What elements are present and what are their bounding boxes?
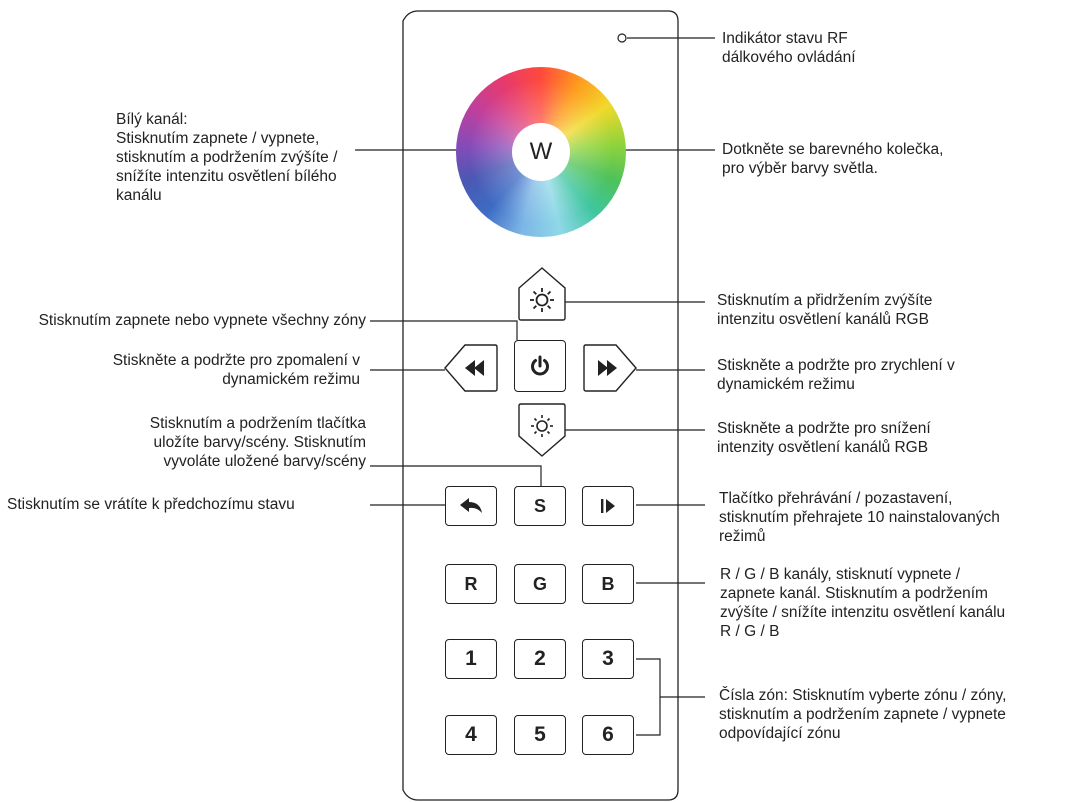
annotation-line: vyvoláte uložené barvy/scény bbox=[163, 453, 366, 470]
green-channel-button[interactable]: G bbox=[514, 564, 566, 604]
annotation-color-wheel: Dotkněte se barevného kolečka, pro výběr… bbox=[722, 140, 943, 178]
annotation-line: dynamickém režimu bbox=[717, 376, 855, 393]
annotation-line: Stisknutím a podržením tlačítka bbox=[149, 415, 366, 432]
white-channel-label: W bbox=[529, 138, 553, 165]
annotation-rf-indicator: Indikátor stavu RF dálkového ovládání bbox=[722, 29, 856, 67]
annotation-line: zapnete kanál. Stisknutím a podržením bbox=[720, 585, 988, 602]
annotation-line: pro výběr barvy světla. bbox=[722, 160, 878, 177]
play-pause-button[interactable] bbox=[582, 486, 634, 526]
brightness-up-button[interactable] bbox=[517, 266, 567, 322]
zone-2-label: 2 bbox=[534, 647, 546, 670]
power-button[interactable] bbox=[514, 340, 566, 392]
leader-line-power bbox=[370, 320, 518, 340]
annotation-speed-up: Stiskněte a podržte pro zrychlení v dyna… bbox=[717, 356, 955, 394]
annotation-line: Tlačítko přehrávání / pozastavení, bbox=[719, 490, 953, 507]
annotation-line: snížíte intenzitu osvětlení bílého bbox=[116, 168, 337, 185]
annotation-power: Stisknutím zapnete nebo vypnete všechny … bbox=[39, 311, 366, 330]
fast-forward-icon bbox=[598, 360, 617, 376]
zone-3-button[interactable]: 3 bbox=[582, 639, 634, 679]
remote-body-outline bbox=[402, 10, 679, 801]
scene-button[interactable]: S bbox=[514, 486, 566, 526]
annotation-line: Dotkněte se barevného kolečka, bbox=[722, 141, 944, 158]
annotation-brightness-up: Stisknutím a přidržením zvýšíte intenzit… bbox=[717, 291, 932, 329]
rf-indicator-led bbox=[617, 33, 627, 43]
annotation-brightness-down: Stiskněte a podržte pro snížení intenzit… bbox=[717, 419, 931, 457]
zone-4-button[interactable]: 4 bbox=[445, 715, 497, 755]
annotation-line: R / G / B kanály, stisknutí vypnete / bbox=[720, 566, 961, 583]
annotation-play-pause: Tlačítko přehrávání / pozastavení, stisk… bbox=[719, 489, 1000, 546]
zone-1-button[interactable]: 1 bbox=[445, 639, 497, 679]
zone-6-label: 6 bbox=[602, 723, 614, 746]
annotation-line: dálkového ovládání bbox=[722, 49, 856, 66]
red-channel-label: R bbox=[464, 573, 478, 594]
green-channel-label: G bbox=[532, 573, 547, 594]
zone-6-button[interactable]: 6 bbox=[582, 715, 634, 755]
annotation-line: uložíte barvy/scény. Stisknutím bbox=[153, 434, 367, 451]
annotation-line: Stiskněte a podržte pro zrychlení v bbox=[717, 357, 955, 374]
zone-2-button[interactable]: 2 bbox=[514, 639, 566, 679]
annotation-line: režimů bbox=[719, 528, 766, 545]
leader-line-scene bbox=[370, 465, 542, 486]
color-wheel[interactable] bbox=[456, 67, 626, 237]
slow-down-button[interactable] bbox=[443, 343, 499, 393]
annotation-line: intenzity osvětlení kanálů RGB bbox=[717, 439, 929, 456]
speed-up-button[interactable] bbox=[582, 343, 638, 393]
brightness-down-button[interactable] bbox=[517, 402, 567, 458]
annotation-line: R / G / B bbox=[720, 623, 780, 640]
scene-button-label: S bbox=[533, 495, 546, 516]
annotation-rgb: R / G / B kanály, stisknutí vypnete / za… bbox=[720, 565, 1005, 641]
annotation-back: Stisknutím se vrátíte k předchozímu stav… bbox=[7, 495, 295, 514]
annotation-zones: Čísla zón: Stisknutím vyberte zónu / zón… bbox=[719, 686, 1006, 743]
zone-1-label: 1 bbox=[465, 647, 477, 670]
annotation-line: odpovídající zónu bbox=[719, 725, 841, 742]
sun-dim-icon bbox=[531, 415, 553, 437]
zone-5-label: 5 bbox=[534, 723, 546, 746]
zone-4-label: 4 bbox=[465, 723, 477, 746]
annotation-line: Stisknutím se vrátíte k předchozímu stav… bbox=[7, 496, 295, 513]
leader-line-zones-bracket bbox=[636, 658, 661, 736]
annotation-line: stisknutím a podržením zvýšíte / bbox=[116, 149, 338, 166]
annotation-line: stisknutím přehrajete 10 nainstalovaných bbox=[719, 509, 1000, 526]
annotation-slow-down: Stiskněte a podržte pro zpomalení v dyna… bbox=[113, 351, 360, 389]
annotation-line: Stiskněte a podržte pro snížení bbox=[717, 420, 931, 437]
power-icon bbox=[531, 355, 549, 376]
zone-3-label: 3 bbox=[602, 647, 614, 670]
annotation-line: dynamickém režimu bbox=[222, 371, 360, 388]
annotation-line: kanálu bbox=[116, 187, 162, 204]
annotation-line: Stisknutím zapnete / vypnete, bbox=[116, 130, 320, 147]
annotation-line: Indikátor stavu RF bbox=[722, 30, 848, 47]
back-button[interactable] bbox=[445, 486, 497, 526]
annotation-line: Stisknutím a přidržením zvýšíte bbox=[717, 292, 933, 309]
annotation-line: zvýšíte / snížíte intenzitu osvětlení ka… bbox=[720, 604, 1006, 621]
annotation-line: Bílý kanál: bbox=[116, 111, 188, 128]
sun-bright-icon bbox=[530, 288, 554, 312]
zone-5-button[interactable]: 5 bbox=[514, 715, 566, 755]
blue-channel-label: B bbox=[601, 573, 615, 594]
annotation-white-channel: Bílý kanál: Stisknutím zapnete / vypnete… bbox=[116, 110, 337, 205]
annotation-scene: Stisknutím a podržením tlačítka uložíte … bbox=[150, 414, 366, 471]
annotation-line: intenzitu osvětlení kanálů RGB bbox=[717, 311, 929, 328]
blue-channel-button[interactable]: B bbox=[582, 564, 634, 604]
annotation-line: stisknutím a podržením zapnete / vypnete bbox=[719, 706, 1006, 723]
play-pause-icon bbox=[601, 499, 615, 513]
annotation-line: Stiskněte a podržte pro zpomalení v bbox=[112, 352, 360, 369]
red-channel-button[interactable]: R bbox=[445, 564, 497, 604]
white-channel-button[interactable]: W bbox=[512, 123, 570, 181]
annotation-line: Čísla zón: Stisknutím vyberte zónu / zón… bbox=[719, 687, 1007, 704]
back-arrow-icon bbox=[460, 498, 482, 513]
annotation-line: Stisknutím zapnete nebo vypnete všechny … bbox=[38, 312, 366, 329]
rewind-icon bbox=[465, 360, 484, 376]
